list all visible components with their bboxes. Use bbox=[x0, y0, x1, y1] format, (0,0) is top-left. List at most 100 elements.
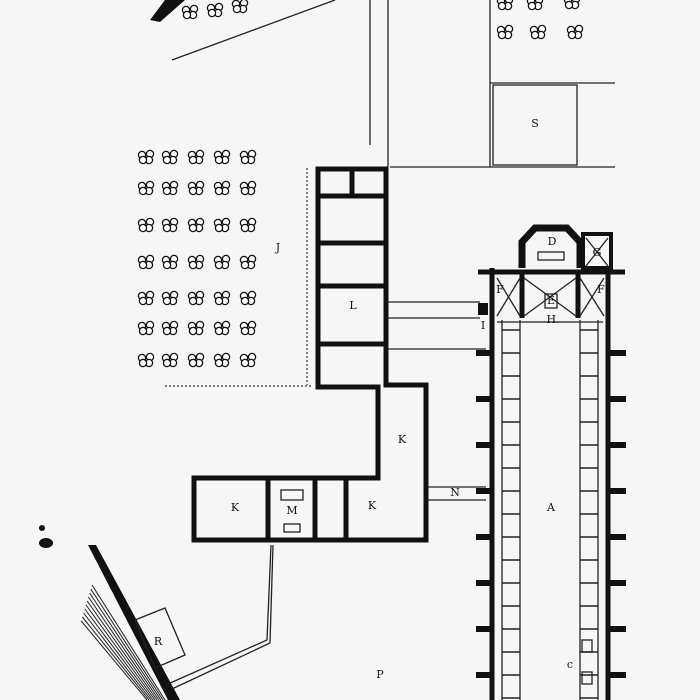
buttress bbox=[610, 350, 626, 356]
label-g: G bbox=[593, 246, 602, 259]
tree-icon bbox=[529, 24, 547, 40]
tree-icon bbox=[187, 254, 205, 270]
buttress bbox=[476, 672, 490, 678]
buttress bbox=[610, 580, 626, 586]
hedge-wedge bbox=[150, 0, 185, 22]
label-f: F bbox=[597, 283, 605, 296]
buttress bbox=[610, 442, 626, 448]
tree-icon bbox=[213, 254, 231, 270]
tree-icon bbox=[161, 320, 179, 336]
tree-icon bbox=[161, 352, 179, 368]
slope-hatch bbox=[83, 612, 152, 700]
tree-icon bbox=[239, 149, 257, 165]
blot bbox=[39, 525, 45, 531]
slope-hatch bbox=[82, 616, 150, 700]
slope-hatch bbox=[87, 596, 160, 700]
tree-icon bbox=[161, 217, 179, 233]
slope-hatch bbox=[91, 584, 166, 700]
tree-icon bbox=[187, 180, 205, 196]
buttress bbox=[476, 580, 490, 586]
label-a: A bbox=[546, 501, 556, 514]
tree-icon bbox=[137, 352, 155, 368]
orchard-trees bbox=[137, 0, 584, 368]
building-r bbox=[134, 607, 186, 669]
tree-icon bbox=[187, 320, 205, 336]
slope-hatch bbox=[85, 604, 156, 700]
tree-icon bbox=[161, 290, 179, 306]
slope-hatch bbox=[89, 592, 162, 700]
buttress bbox=[610, 534, 626, 540]
tree-icon bbox=[496, 24, 514, 40]
tree-icon bbox=[161, 254, 179, 270]
label-p: P bbox=[376, 668, 384, 681]
slope-hatch bbox=[86, 600, 158, 700]
tree-icon bbox=[231, 0, 249, 14]
tree-icon bbox=[161, 149, 179, 165]
buttress bbox=[476, 350, 490, 356]
tree-icon bbox=[213, 149, 231, 165]
path-to-r bbox=[167, 544, 274, 690]
tree-icon bbox=[213, 180, 231, 196]
label-n: N bbox=[450, 486, 460, 499]
tree-icon bbox=[161, 180, 179, 196]
label-j: J bbox=[275, 241, 280, 254]
corridors bbox=[388, 301, 486, 501]
label-f: F bbox=[496, 283, 504, 296]
slope-hatch bbox=[84, 608, 154, 700]
tree-icon bbox=[526, 0, 544, 11]
tree-icon bbox=[137, 254, 155, 270]
tree-icon bbox=[137, 320, 155, 336]
label-m: M bbox=[286, 504, 297, 517]
tree-icon bbox=[566, 24, 584, 40]
tree-icon bbox=[187, 217, 205, 233]
tree-icon bbox=[239, 254, 257, 270]
tree-icon bbox=[137, 217, 155, 233]
tree-icon bbox=[137, 180, 155, 196]
tree-icon bbox=[213, 352, 231, 368]
tree-icon bbox=[239, 217, 257, 233]
label-r: R bbox=[154, 635, 163, 648]
tree-icon bbox=[239, 352, 257, 368]
tree-icon bbox=[563, 0, 581, 10]
tree-icon bbox=[213, 217, 231, 233]
label-d: D bbox=[548, 235, 557, 248]
tree-icon bbox=[187, 352, 205, 368]
boundary-line bbox=[171, 0, 336, 61]
tree-icon bbox=[187, 290, 205, 306]
tree-icon bbox=[239, 320, 257, 336]
tree-icon bbox=[137, 149, 155, 165]
label-c: c bbox=[567, 658, 573, 671]
label-k: K bbox=[231, 501, 240, 514]
buttress bbox=[610, 672, 626, 678]
embankment bbox=[80, 545, 180, 700]
tree-icon bbox=[206, 2, 224, 18]
label-k: K bbox=[368, 499, 377, 512]
buttress bbox=[476, 396, 490, 402]
blot bbox=[39, 538, 53, 548]
label-h: H. bbox=[546, 313, 559, 326]
label-l: L bbox=[349, 299, 357, 312]
tree-icon bbox=[239, 180, 257, 196]
buttress bbox=[610, 488, 626, 494]
tree-icon bbox=[181, 4, 199, 20]
label-k: K bbox=[398, 433, 407, 446]
buttress bbox=[476, 534, 490, 540]
slope-hatch bbox=[90, 588, 164, 700]
buttress bbox=[476, 626, 490, 632]
label-s: S bbox=[531, 117, 539, 130]
buttress bbox=[610, 626, 626, 632]
buttress bbox=[476, 488, 490, 494]
tree-icon bbox=[187, 149, 205, 165]
buttress bbox=[610, 396, 626, 402]
tree-icon bbox=[496, 0, 514, 11]
garden-plot-s bbox=[492, 84, 578, 166]
main-hall bbox=[476, 224, 626, 700]
slope-hatch bbox=[80, 620, 148, 700]
tree-icon bbox=[137, 290, 155, 306]
tree-icon bbox=[213, 290, 231, 306]
tree-icon bbox=[213, 320, 231, 336]
label-e: E bbox=[547, 294, 555, 307]
buttress bbox=[476, 442, 490, 448]
label-i: I bbox=[481, 319, 485, 332]
